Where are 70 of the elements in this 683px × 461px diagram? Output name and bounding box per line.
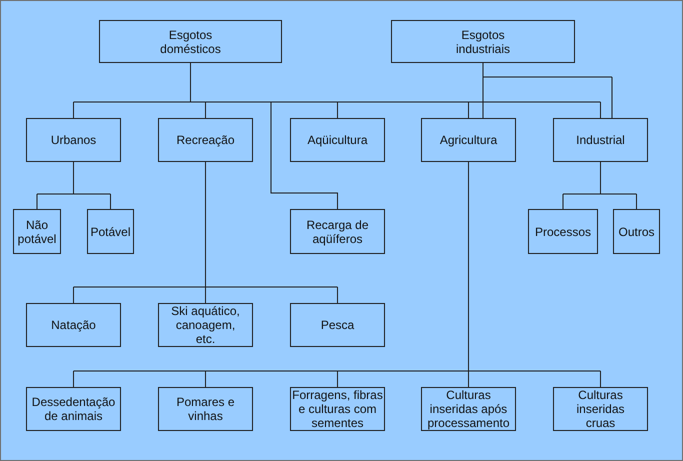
category-box bbox=[391, 20, 575, 63]
category-box bbox=[158, 387, 253, 431]
connector-line bbox=[205, 286, 338, 288]
category-box bbox=[87, 209, 134, 254]
box-label: Recreação bbox=[176, 133, 235, 147]
box-label: Aqüicultura bbox=[307, 133, 368, 147]
connector-line bbox=[337, 370, 469, 372]
category-box bbox=[421, 118, 516, 162]
connector-line bbox=[482, 62, 484, 78]
category-box bbox=[158, 118, 253, 162]
box-label: Forragens, fibras e culturas com sementes bbox=[291, 388, 384, 430]
connector-line bbox=[600, 370, 601, 388]
box-label: Ski aquático, canoagem, etc. bbox=[170, 304, 241, 346]
category-box bbox=[553, 118, 648, 162]
box-label: Pomares e vinhas bbox=[175, 395, 236, 423]
connector-line bbox=[73, 102, 74, 118]
connector-line bbox=[205, 102, 206, 118]
box-label: Recarga de aqüíferos bbox=[305, 218, 370, 246]
category-box bbox=[99, 20, 282, 63]
connector-line bbox=[73, 370, 74, 388]
category-box bbox=[290, 118, 385, 162]
connector-line bbox=[205, 370, 206, 388]
category-box bbox=[26, 387, 121, 431]
connector-line bbox=[36, 194, 38, 210]
box-label: Natação bbox=[51, 318, 96, 332]
category-box bbox=[158, 303, 253, 347]
connector-line bbox=[337, 102, 338, 118]
box-label: Industrial bbox=[576, 133, 625, 147]
connector-line bbox=[270, 102, 338, 210]
box-label: Urbanos bbox=[50, 133, 96, 147]
connector-line bbox=[600, 162, 601, 194]
box-label: Dessedentação de animais bbox=[30, 395, 116, 423]
category-box bbox=[290, 209, 385, 254]
connector-line bbox=[73, 286, 206, 288]
connector-line bbox=[468, 370, 601, 372]
box-label: Esgotos industriais bbox=[454, 28, 512, 56]
connector-line bbox=[600, 102, 601, 118]
box-label: Culturas inseridas após processamento bbox=[426, 388, 511, 430]
connector-line bbox=[562, 194, 564, 210]
box-label: Esgotos domésticos bbox=[159, 28, 222, 56]
connector-line bbox=[205, 286, 206, 304]
connector-line bbox=[482, 76, 612, 78]
connector-line bbox=[73, 162, 74, 194]
connector-line bbox=[205, 370, 338, 372]
connector-line bbox=[468, 102, 469, 118]
connector-line bbox=[636, 194, 637, 210]
connector-line bbox=[190, 62, 191, 102]
connector-line bbox=[468, 370, 469, 388]
category-box bbox=[528, 209, 598, 254]
connector-line bbox=[110, 194, 111, 210]
box-label: Culturas inseridas cruas bbox=[575, 388, 626, 430]
connector-line bbox=[337, 286, 338, 304]
box-label: Agricultura bbox=[440, 133, 498, 147]
category-box bbox=[553, 387, 648, 431]
connector-line bbox=[73, 370, 206, 372]
connector-line bbox=[205, 162, 206, 288]
connector-line bbox=[468, 162, 469, 372]
box-label: Pesca bbox=[320, 318, 354, 332]
box-label: Outros bbox=[618, 224, 654, 238]
box-label: Potável bbox=[90, 224, 131, 238]
box-label: Processos bbox=[534, 224, 592, 238]
category-box bbox=[13, 209, 61, 254]
connector-line bbox=[73, 286, 74, 304]
box-label: Não potável bbox=[16, 218, 58, 246]
category-box bbox=[613, 209, 660, 254]
connector-line bbox=[337, 370, 338, 388]
category-box bbox=[26, 118, 121, 162]
category-box bbox=[290, 303, 385, 347]
connector-line bbox=[482, 76, 484, 118]
category-box bbox=[26, 303, 121, 347]
